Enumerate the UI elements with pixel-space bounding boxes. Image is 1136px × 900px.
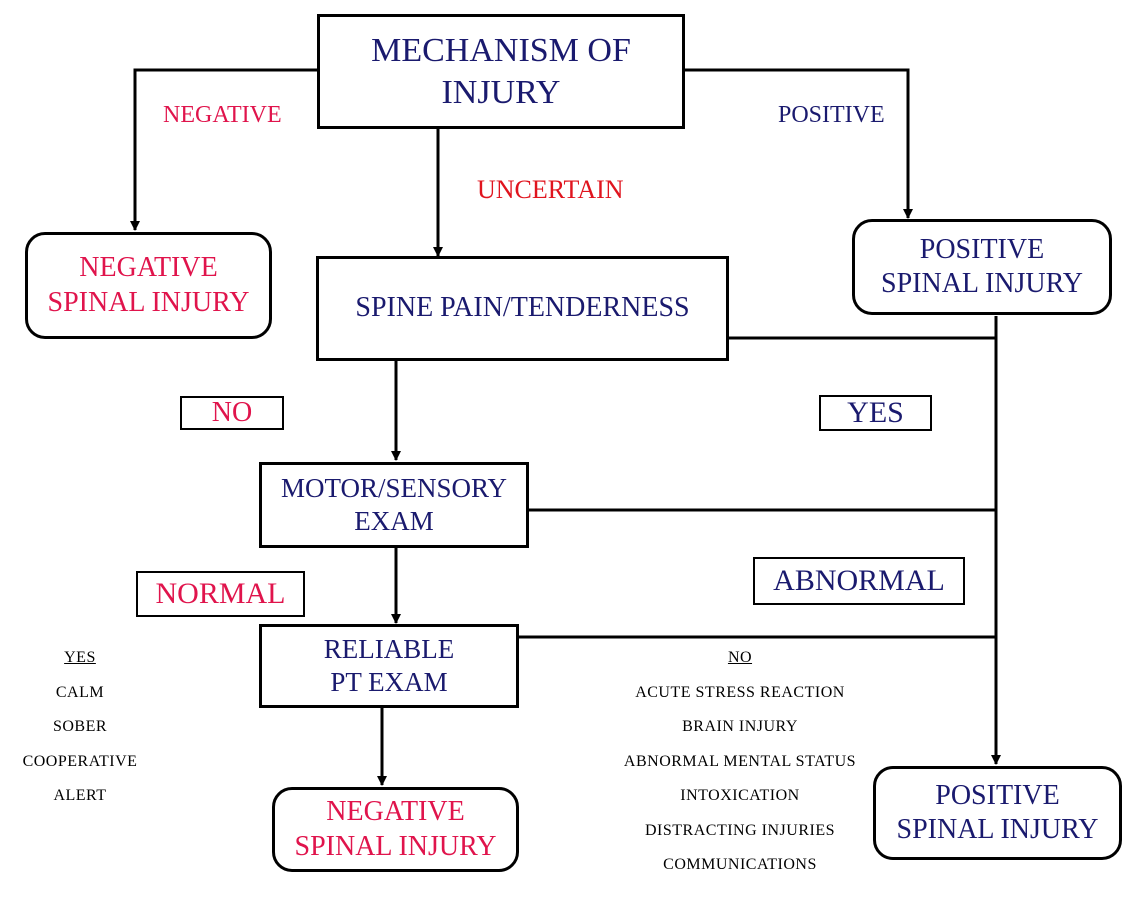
negative-spinal-injury-bottom-text: NEGATIVE SPINAL INJURY <box>294 796 497 862</box>
uncertain-branch-label: UNCERTAIN <box>477 175 624 204</box>
negative-branch-label: NEGATIVE <box>163 102 282 128</box>
no-tag: NO <box>180 396 284 430</box>
positive-spinal-injury-bottom-text: POSITIVE SPINAL INJURY <box>896 779 1099 845</box>
positive-spinal-injury-bottom-box: POSITIVE SPINAL INJURY <box>873 766 1122 860</box>
list-item: INTOXICATION <box>680 787 800 804</box>
list-item: SOBER <box>52 718 108 735</box>
reliable-yes-list: YES CALM SOBER COOPERATIVE ALERT <box>5 641 155 814</box>
list-item: ABNORMAL MENTAL STATUS <box>623 752 857 770</box>
spine-pain-text: SPINE PAIN/TENDERNESS <box>355 292 690 324</box>
reliable-pt-exam-text: RELIABLE PT EXAM <box>323 634 455 697</box>
list-item: CALM <box>55 683 105 701</box>
yes-tag: YES <box>819 395 932 431</box>
reliable-no-header: NO <box>727 649 753 666</box>
reliable-no-list: NO ACUTE STRESS REACTION BRAIN INJURY AB… <box>600 641 880 883</box>
list-item: DISTRACTING INJURIES <box>645 821 835 839</box>
arrow-negative <box>130 68 318 231</box>
positive-spinal-injury-top-text: POSITIVE SPINAL INJURY <box>881 233 1083 299</box>
positive-spinal-injury-top-box: POSITIVE SPINAL INJURY <box>852 219 1112 315</box>
motor-sensory-exam-box: MOTOR/SENSORY EXAM <box>259 462 529 548</box>
reliable-pt-exam-box: RELIABLE PT EXAM <box>259 624 519 708</box>
negative-spinal-injury-bottom-box: NEGATIVE SPINAL INJURY <box>272 787 519 872</box>
list-item: ACUTE STRESS REACTION <box>635 683 845 701</box>
list-item: BRAIN INJURY <box>682 718 798 735</box>
arrow-positive <box>684 68 913 219</box>
motor-sensory-exam-text: MOTOR/SENSORY EXAM <box>280 473 508 536</box>
list-item: COOPERATIVE <box>22 752 138 770</box>
positive-branch-label: POSITIVE <box>778 102 885 128</box>
list-item: ALERT <box>53 787 107 804</box>
negative-spinal-injury-top-text: NEGATIVE SPINAL INJURY <box>47 252 250 318</box>
reliable-yes-header: YES <box>64 649 96 666</box>
negative-spinal-injury-top-box: NEGATIVE SPINAL INJURY <box>25 232 272 339</box>
normal-tag: NORMAL <box>136 571 305 617</box>
mechanism-of-injury-text: MECHANISM OF INJURY <box>371 32 631 111</box>
list-item: COMMUNICATIONS <box>663 856 817 873</box>
spine-pain-box: SPINE PAIN/TENDERNESS <box>316 256 729 361</box>
mechanism-of-injury-box: MECHANISM OF INJURY <box>317 14 685 129</box>
abnormal-tag: ABNORMAL <box>753 557 965 605</box>
